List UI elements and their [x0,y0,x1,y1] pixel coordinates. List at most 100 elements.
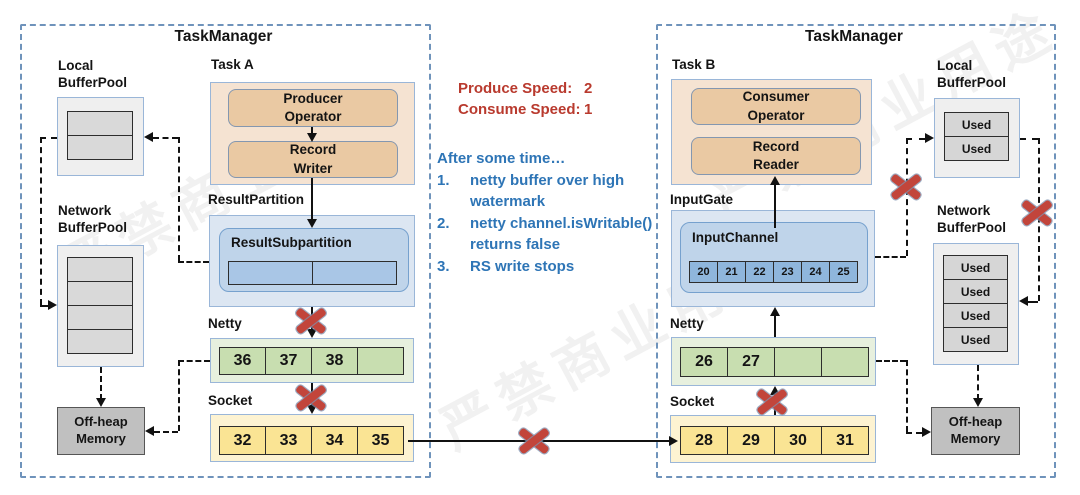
left-task-a-label: Task A [211,57,254,72]
arrowhead-down [307,219,317,228]
left-netty-label: Netty [208,316,242,331]
dashed-localpool-to-networkpool-right [1020,138,1038,140]
dashed-partition-to-localpool [153,137,178,139]
produce-speed-row: Produce Speed: 2 [458,78,592,99]
step-text: RS write stops [470,257,575,275]
right-local-bufferpool-label: Local BufferPool [937,58,1006,91]
after-some-time-notes: After some time… 1. netty buffer over hi… [437,148,673,277]
arrowhead-left [145,426,154,436]
right-netty-buffer: 27 [727,347,775,377]
arrowhead-down [96,398,106,407]
left-network-bufferpool-label: Network BufferPool [58,203,127,236]
record-writer-box: Record Writer [228,141,398,178]
arrowhead-right [48,300,57,310]
right-task-b-label: Task B [672,57,716,72]
arrowhead-left [144,132,153,142]
arrowhead-down [307,133,317,142]
consume-speed-value: 1 [584,101,593,118]
input-channel-label: InputChannel [692,230,779,245]
left-socket-label: Socket [208,393,253,408]
arrowhead-left [1019,296,1028,306]
input-channel-buffer: 23 [773,261,802,283]
left-taskmanager-frame [20,24,431,478]
dashed-netty-to-offheap-right [906,432,922,434]
blocked-x-icon [296,385,326,411]
left-network-pool-slot [67,281,133,306]
blocked-x-icon [757,389,787,415]
input-channel-buffer: 22 [745,261,774,283]
speed-annotation: Produce Speed: 2 Consume Speed: 1 [458,78,592,120]
left-netty-buffer [357,347,404,375]
dashed-inputgate-to-localpool [875,256,906,258]
consume-speed-row: Consume Speed: 1 [458,99,592,120]
input-channel-buffer: 25 [829,261,858,283]
step-number: 1. [437,171,450,189]
arrow-netty-to-inputgate [774,315,776,337]
dashed-partition-to-localpool [178,261,209,263]
note-step: 3. RS write stops [437,256,673,278]
left-network-pool-slot [67,329,133,354]
blocked-x-icon [1022,200,1052,226]
right-network-pool-slot: Used [943,327,1008,352]
arrowhead-up [770,307,780,316]
dashed-netty-to-offheap [154,431,178,433]
right-taskmanager-frame [656,24,1056,478]
left-socket-buffer: 34 [311,426,358,455]
arrow-writer-to-subpartition [311,178,313,220]
right-socket-buffer: 29 [727,426,775,455]
left-netty-buffer: 37 [265,347,312,375]
step-number: 3. [437,257,450,275]
left-local-bufferpool-label: Local BufferPool [58,58,127,91]
right-offheap-memory: Off-heap Memory [931,407,1020,455]
right-socket-label: Socket [670,394,715,409]
step-number: 2. [437,214,450,232]
arrowhead-right [669,436,678,446]
dashed-networkpool-to-offheap [100,367,102,400]
producer-operator-box: Producer Operator [228,89,398,127]
left-socket-buffer: 32 [219,426,266,455]
right-network-pool-slot: Used [943,279,1008,304]
arrow-inputgate-to-reader [774,184,776,228]
dashed-netty-to-offheap-right [876,360,906,362]
right-local-pool-slot: Used [944,136,1009,161]
right-local-pool-slot: Used [944,112,1009,137]
left-local-pool-slot [67,111,133,136]
left-socket-buffer: 33 [265,426,312,455]
input-channel-buffer: 24 [801,261,830,283]
blocked-x-icon [519,428,549,454]
result-subpartition-label: ResultSubpartition [231,235,352,250]
dashed-localpool-to-networkpool [40,305,48,307]
right-network-pool-slot: Used [943,303,1008,328]
dashed-inputgate-to-localpool [906,138,925,140]
left-taskmanager-title: TaskManager [174,28,273,45]
dashed-localpool-to-networkpool [40,137,57,139]
right-netty-buffer [774,347,822,377]
right-network-bufferpool-label: Network BufferPool [937,203,1006,236]
blocked-x-icon [891,174,921,200]
dashed-networkpool-to-offheap-right [977,365,979,400]
left-local-pool-slot [67,135,133,160]
produce-speed-label: Produce Speed: [458,80,573,97]
notes-title: After some time… [437,150,566,167]
produce-speed-value: 2 [584,80,593,97]
step-text: netty channel.isWritable() returns false [470,214,653,254]
arrowhead-up [770,176,780,185]
arrowhead-right [925,133,934,143]
left-socket-buffer: 35 [357,426,404,455]
right-socket-buffer: 31 [821,426,869,455]
right-network-pool-slot: Used [943,255,1008,280]
left-netty-buffer: 36 [219,347,266,375]
left-network-pool-slot [67,305,133,330]
dashed-netty-to-offheap [178,360,210,362]
result-subpartition-slot [228,261,313,285]
arrow-producer-to-writer [311,127,313,135]
right-netty-buffer: 26 [680,347,728,377]
result-partition-label: ResultPartition [208,192,305,207]
left-network-pool-slot [67,257,133,282]
note-step: 1. netty buffer over high watermark [437,170,673,213]
input-gate-label: InputGate [670,192,733,207]
input-channel-buffer: 21 [717,261,746,283]
right-socket-buffer: 28 [680,426,728,455]
dashed-partition-to-localpool [178,137,180,261]
